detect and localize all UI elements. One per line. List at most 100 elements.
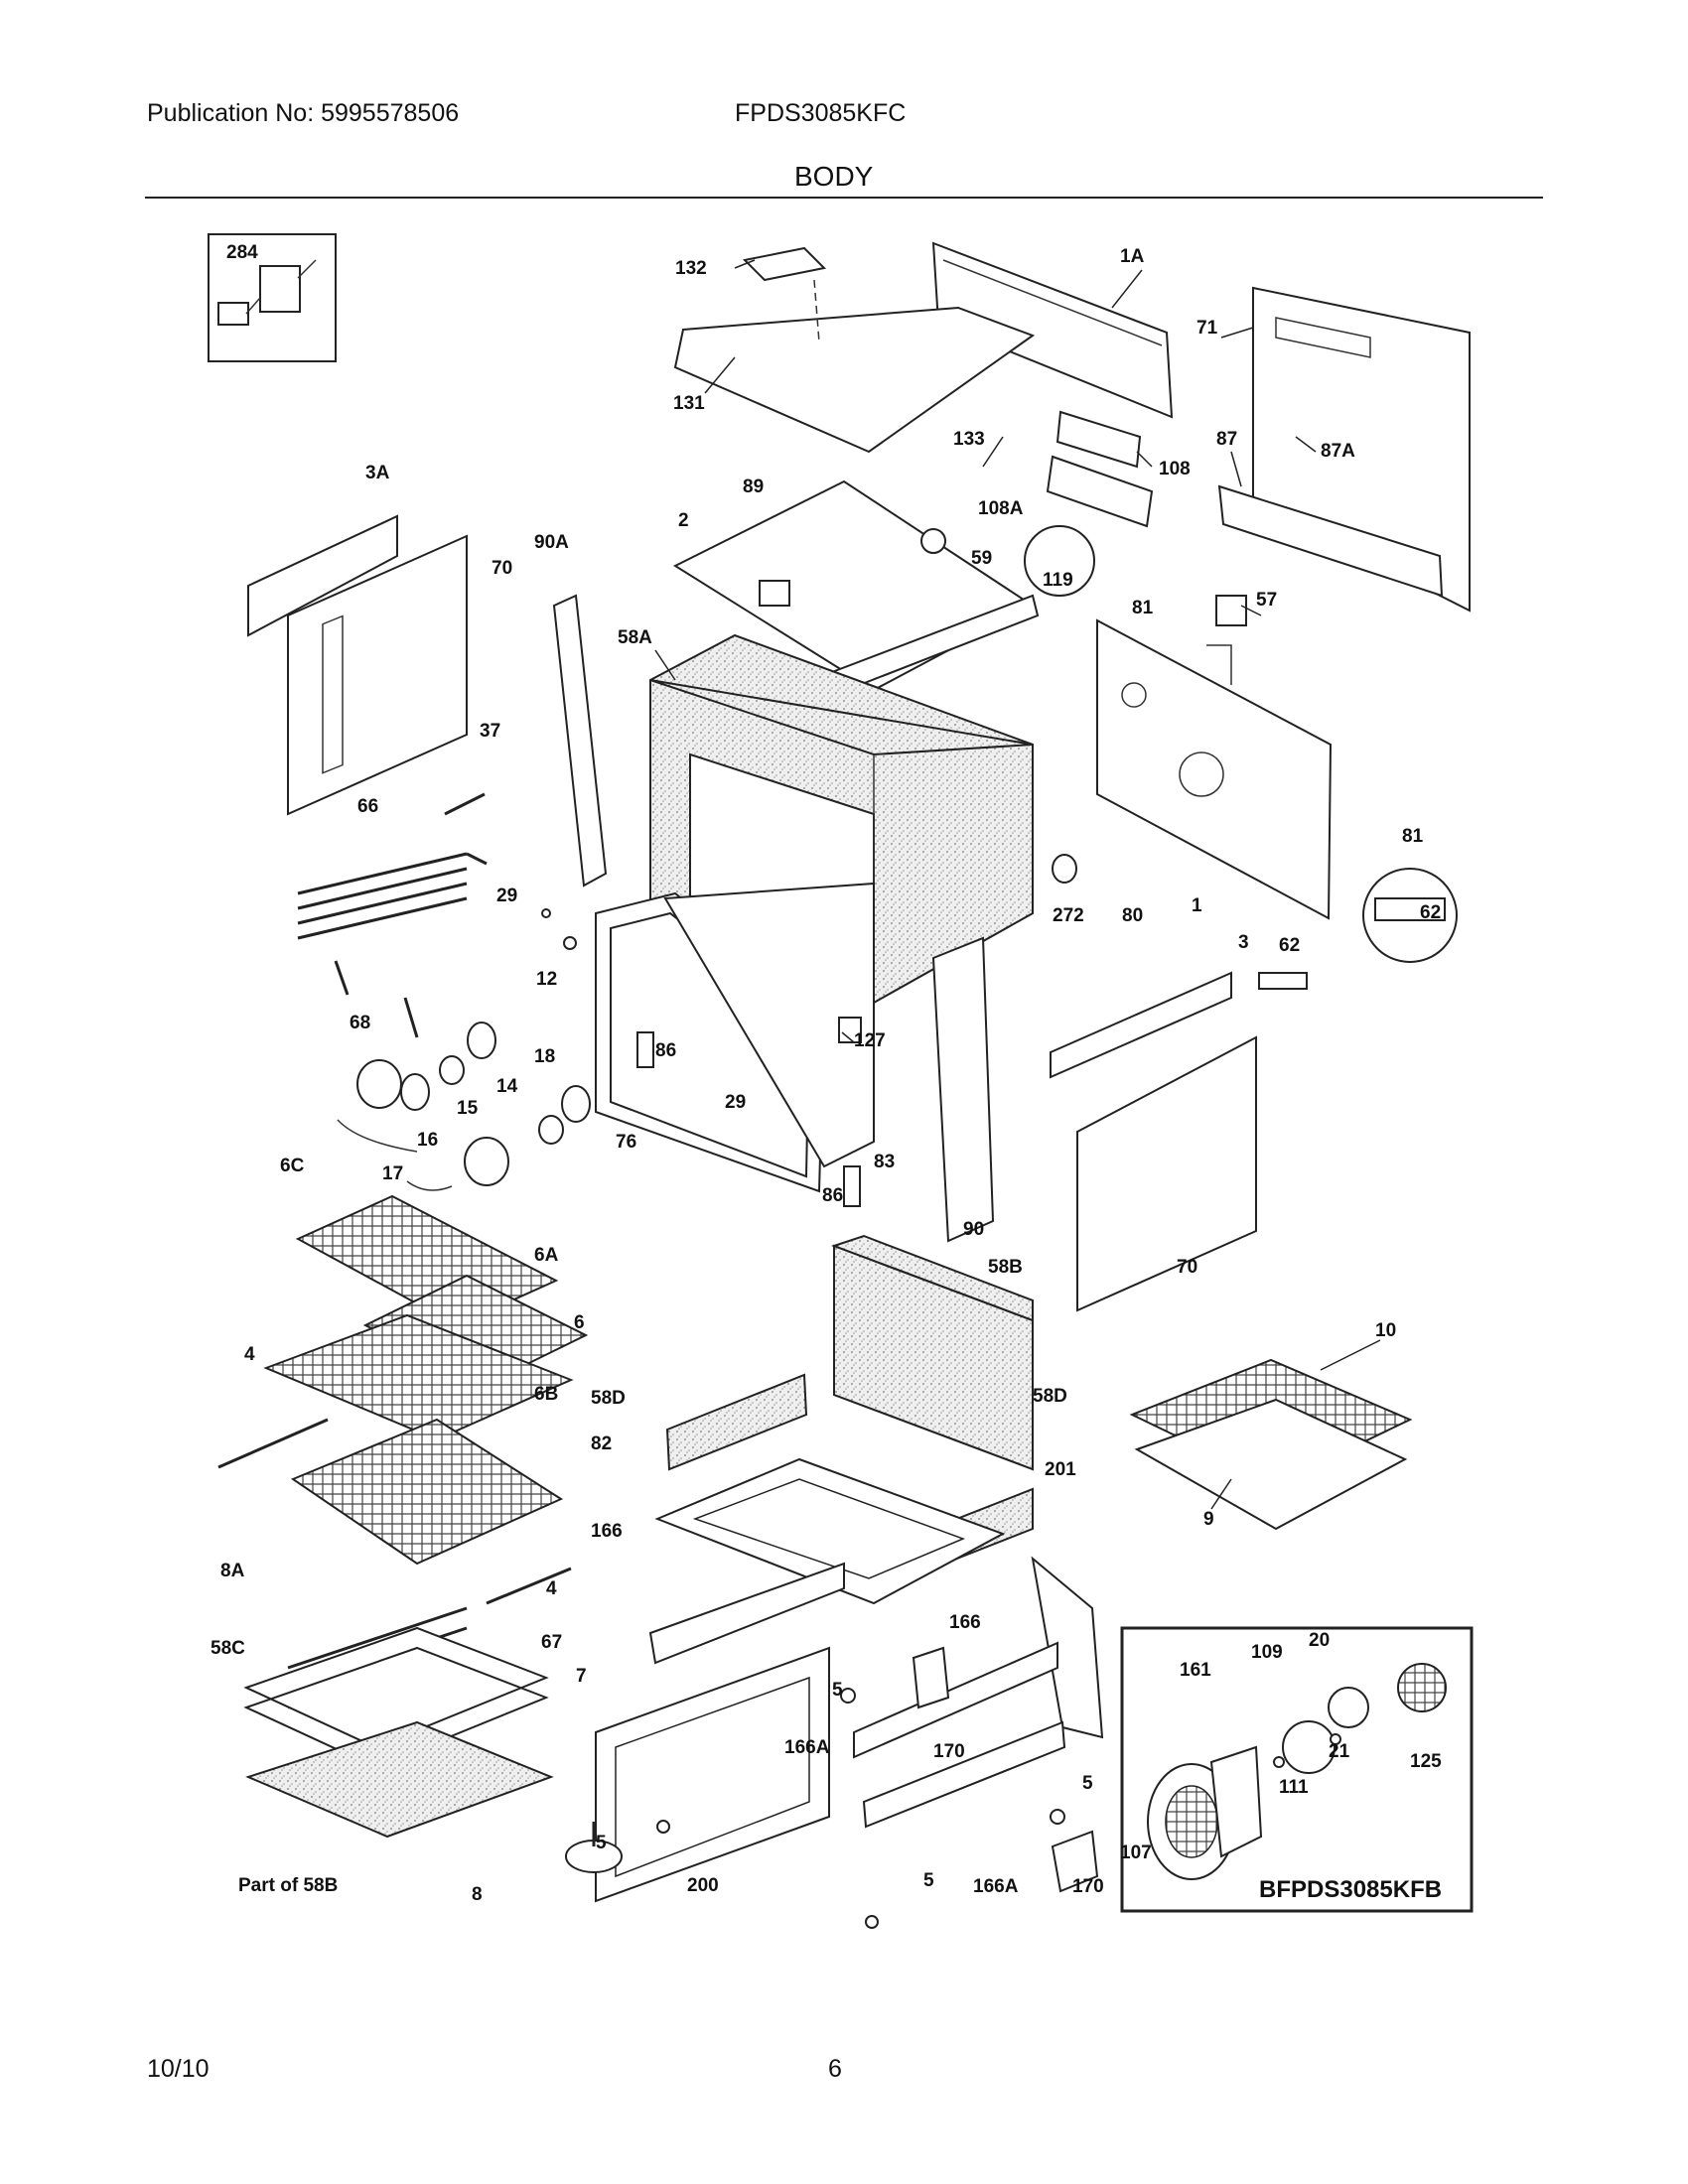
callout-127: 127 bbox=[854, 1030, 886, 1051]
callout-16: 16 bbox=[417, 1130, 438, 1151]
part-12-screw bbox=[563, 936, 577, 950]
part-7-bottom-panel bbox=[243, 1626, 549, 1749]
part-127-motor bbox=[838, 1017, 862, 1043]
callout-9: 9 bbox=[1203, 1509, 1214, 1530]
part-76-door-frame bbox=[595, 882, 875, 1193]
part-58D-strip-left bbox=[665, 1373, 808, 1471]
part-3-bracket bbox=[1050, 971, 1232, 1079]
part-3A-side-panel bbox=[247, 514, 468, 816]
callout-58B: 58B bbox=[988, 1257, 1023, 1278]
callout-81-upper: 81 bbox=[1132, 598, 1154, 618]
part-1-rear-panel bbox=[1096, 595, 1333, 920]
callout-86-upper: 86 bbox=[655, 1040, 676, 1061]
part-161-shroud bbox=[1209, 1745, 1263, 1858]
callout-58D-left: 58D bbox=[591, 1388, 626, 1409]
part-170-bracket-upper bbox=[912, 1646, 950, 1709]
callout-14: 14 bbox=[496, 1076, 518, 1097]
callout-81-lower: 81 bbox=[1402, 826, 1424, 847]
callout-90A: 90A bbox=[534, 532, 569, 553]
part-132-cover bbox=[742, 246, 827, 282]
callout-1: 1 bbox=[1192, 895, 1202, 916]
callout-133: 133 bbox=[953, 429, 985, 450]
callout-272: 272 bbox=[1053, 905, 1084, 926]
callout-80: 80 bbox=[1122, 905, 1143, 926]
part-10-broiler-pan bbox=[1129, 1358, 1413, 1531]
part-200-drawer bbox=[595, 1646, 830, 1903]
callout-90: 90 bbox=[963, 1219, 984, 1240]
part-82-drawer-frame bbox=[654, 1457, 1006, 1605]
callout-8A: 8A bbox=[220, 1561, 245, 1581]
callout-1A: 1A bbox=[1120, 246, 1145, 267]
part-119-thermostat-detail bbox=[1024, 525, 1095, 597]
callout-166A-b: 166A bbox=[973, 1876, 1019, 1897]
callout-166-left: 166 bbox=[591, 1521, 623, 1542]
callout-5-b: 5 bbox=[1082, 1773, 1093, 1794]
part-89-switch bbox=[759, 580, 790, 607]
part-5-leveling-leg bbox=[565, 1822, 623, 1873]
part-58B-bottom-insulation bbox=[245, 1720, 554, 1839]
callout-58A: 58A bbox=[618, 627, 652, 648]
callout-5-c: 5 bbox=[596, 1833, 607, 1853]
callout-68: 68 bbox=[350, 1013, 370, 1033]
part-37-sensor bbox=[444, 792, 486, 816]
part-5-screw-b bbox=[840, 1688, 856, 1704]
part-66-broil-element bbox=[297, 852, 488, 940]
callout-108: 108 bbox=[1159, 459, 1191, 479]
part-29-screw bbox=[541, 908, 551, 918]
callout-87: 87 bbox=[1216, 429, 1237, 450]
callout-170-b: 170 bbox=[1072, 1876, 1104, 1897]
callout-15: 15 bbox=[457, 1098, 479, 1119]
part-86-bracket-upper bbox=[636, 1031, 654, 1068]
callout-59: 59 bbox=[971, 548, 992, 569]
part-5-screw-a bbox=[865, 1915, 879, 1929]
callout-8: 8 bbox=[472, 1884, 483, 1905]
callout-17: 17 bbox=[382, 1163, 403, 1184]
callout-20: 20 bbox=[1309, 1630, 1330, 1651]
callout-29-upper: 29 bbox=[496, 886, 517, 906]
callout-125: 125 bbox=[1410, 1751, 1442, 1772]
callout-166-right: 166 bbox=[949, 1612, 981, 1633]
callout-87A: 87A bbox=[1321, 441, 1355, 462]
callout-161: 161 bbox=[1180, 1660, 1211, 1681]
callout-166A-a: 166A bbox=[784, 1737, 830, 1758]
exploded-parts-diagram: 284 132 1A 71 131 133 108 87 87A 3A 89 1… bbox=[208, 233, 1474, 1929]
callout-70-lower: 70 bbox=[1177, 1257, 1197, 1278]
callout-131: 131 bbox=[673, 393, 705, 414]
callout-200: 200 bbox=[687, 1875, 719, 1896]
footer-date: 10/10 bbox=[147, 2055, 210, 2083]
part-1A-rear-top-panel bbox=[931, 241, 1174, 419]
part-59-grommet bbox=[920, 528, 946, 554]
part-5-screw-c bbox=[1050, 1809, 1065, 1825]
part-109-fan-blade bbox=[1282, 1720, 1336, 1774]
part-81-clip bbox=[1206, 644, 1232, 685]
part-5-screw-d bbox=[656, 1820, 670, 1834]
callout-119: 119 bbox=[1043, 570, 1073, 591]
callout-108A: 108A bbox=[978, 498, 1024, 519]
callout-58C: 58C bbox=[211, 1638, 245, 1659]
callout-5-d: 5 bbox=[923, 1870, 934, 1891]
part-201-side-bracket bbox=[1031, 1556, 1104, 1739]
callout-6B: 6B bbox=[534, 1384, 558, 1405]
part-6B-rack bbox=[290, 1418, 564, 1566]
part-17-wire bbox=[337, 1119, 453, 1191]
part-62-terminal-detail bbox=[1258, 868, 1458, 990]
callout-6A: 6A bbox=[534, 1245, 559, 1266]
part-108A-bracket bbox=[1046, 455, 1154, 528]
callout-83: 83 bbox=[874, 1152, 895, 1172]
part-86-bracket-lower bbox=[843, 1165, 861, 1207]
part-166A-slide bbox=[862, 1720, 1066, 1829]
callout-57: 57 bbox=[1256, 590, 1277, 611]
part-131-top-panel bbox=[673, 246, 1036, 454]
callout-6: 6 bbox=[574, 1312, 585, 1333]
part-lamp-assembly bbox=[337, 1022, 591, 1191]
callout-12: 12 bbox=[536, 969, 557, 990]
callout-labels: 284 132 1A 71 131 133 108 87 87A 3A 89 1… bbox=[211, 242, 1442, 1905]
part-272-cap bbox=[1052, 854, 1077, 884]
callout-132: 132 bbox=[675, 258, 707, 279]
part-166-slide-right bbox=[853, 1641, 1058, 1759]
callout-66: 66 bbox=[357, 796, 378, 817]
callout-18: 18 bbox=[534, 1046, 555, 1067]
part-90A-strip bbox=[552, 594, 608, 887]
part-68-screws bbox=[334, 960, 419, 1038]
callout-3A: 3A bbox=[365, 463, 390, 483]
